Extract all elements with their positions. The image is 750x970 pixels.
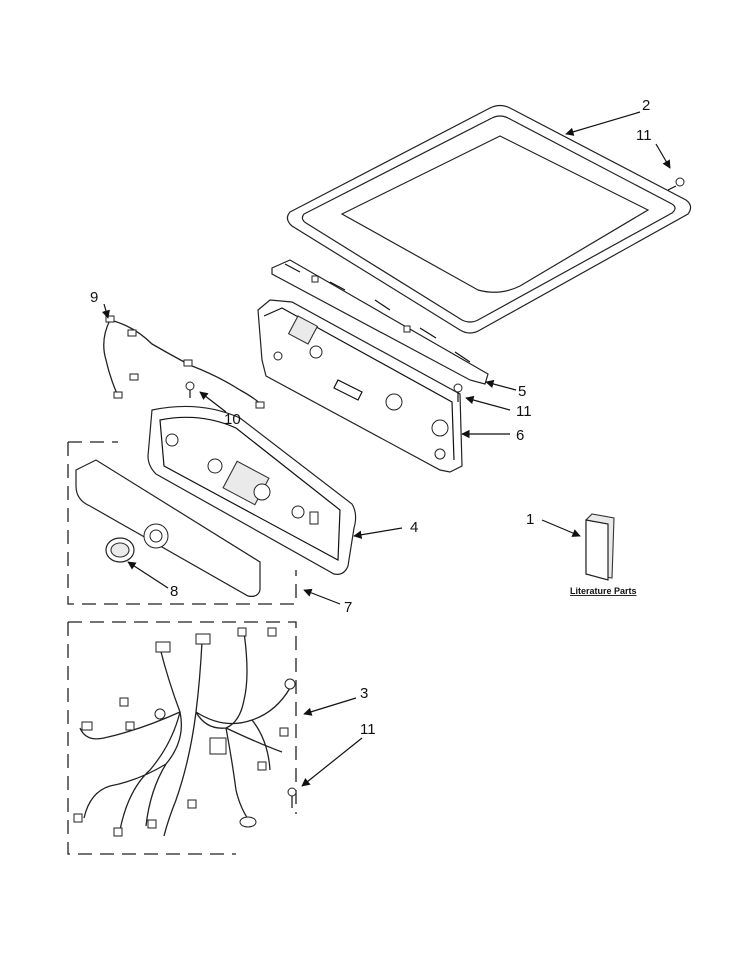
callout-11-bottom: 11 bbox=[360, 721, 376, 738]
callout-11-top: 11 bbox=[636, 127, 652, 144]
callout-7: 7 bbox=[344, 599, 352, 616]
screw-icon bbox=[287, 787, 297, 808]
console-wire-harness bbox=[103, 315, 265, 409]
callout-11-mid: 11 bbox=[516, 403, 532, 420]
leader-lines bbox=[101, 111, 671, 787]
main-wire-harness-group bbox=[67, 621, 297, 855]
knob bbox=[105, 537, 135, 563]
screw-icon bbox=[667, 177, 685, 191]
callout-2: 2 bbox=[642, 97, 650, 114]
screw-icon bbox=[453, 383, 463, 402]
console-bracket bbox=[271, 259, 489, 385]
callout-5: 5 bbox=[518, 383, 526, 400]
booklet-icon bbox=[585, 513, 615, 581]
console-rear-panel bbox=[257, 299, 463, 473]
top-panel bbox=[286, 104, 692, 334]
callout-9: 9 bbox=[90, 289, 98, 306]
callout-1: 1 bbox=[526, 511, 534, 528]
callout-6: 6 bbox=[516, 427, 524, 444]
callout-labels: 2 11 9 5 11 10 6 1 4 8 7 3 11 Literature… bbox=[90, 97, 652, 738]
callout-3: 3 bbox=[360, 685, 368, 702]
screw-icon bbox=[185, 381, 195, 398]
callout-10: 10 bbox=[224, 411, 241, 428]
callout-4: 4 bbox=[410, 519, 418, 536]
control-panel-group bbox=[67, 441, 297, 605]
callout-8: 8 bbox=[170, 583, 178, 600]
console bbox=[147, 405, 357, 575]
literature-parts-label: Literature Parts bbox=[570, 586, 637, 596]
